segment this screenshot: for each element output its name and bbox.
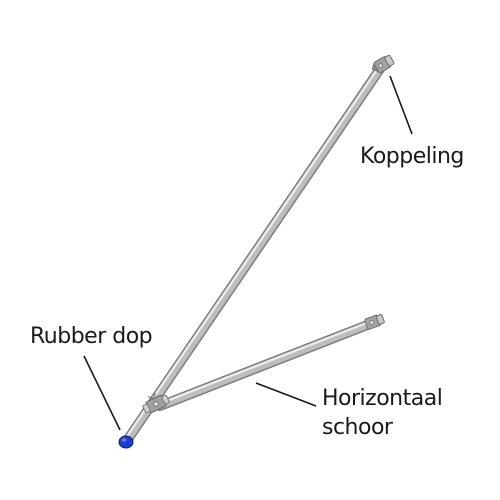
horizontal-brace-tube: [155, 319, 375, 411]
coupling-label: Koppeling: [360, 144, 464, 169]
horizontal-brace-label-line1: Horizontaal: [322, 386, 442, 411]
rubber-cap-leader-line: [83, 355, 121, 431]
horizontal-brace-leader-line: [255, 382, 317, 407]
scaffold-coupling-icon: [371, 54, 395, 74]
diagonal-tube: [121, 61, 387, 447]
rubber-cap-icon: [118, 435, 134, 449]
brace-end-coupling-icon: [364, 314, 385, 330]
junction-coupling-icon: [142, 393, 170, 414]
horizontal-brace-label-line2: schoor: [322, 415, 394, 440]
rubber-cap-label: Rubber dop: [30, 324, 152, 349]
coupling-leader-line: [389, 75, 413, 135]
